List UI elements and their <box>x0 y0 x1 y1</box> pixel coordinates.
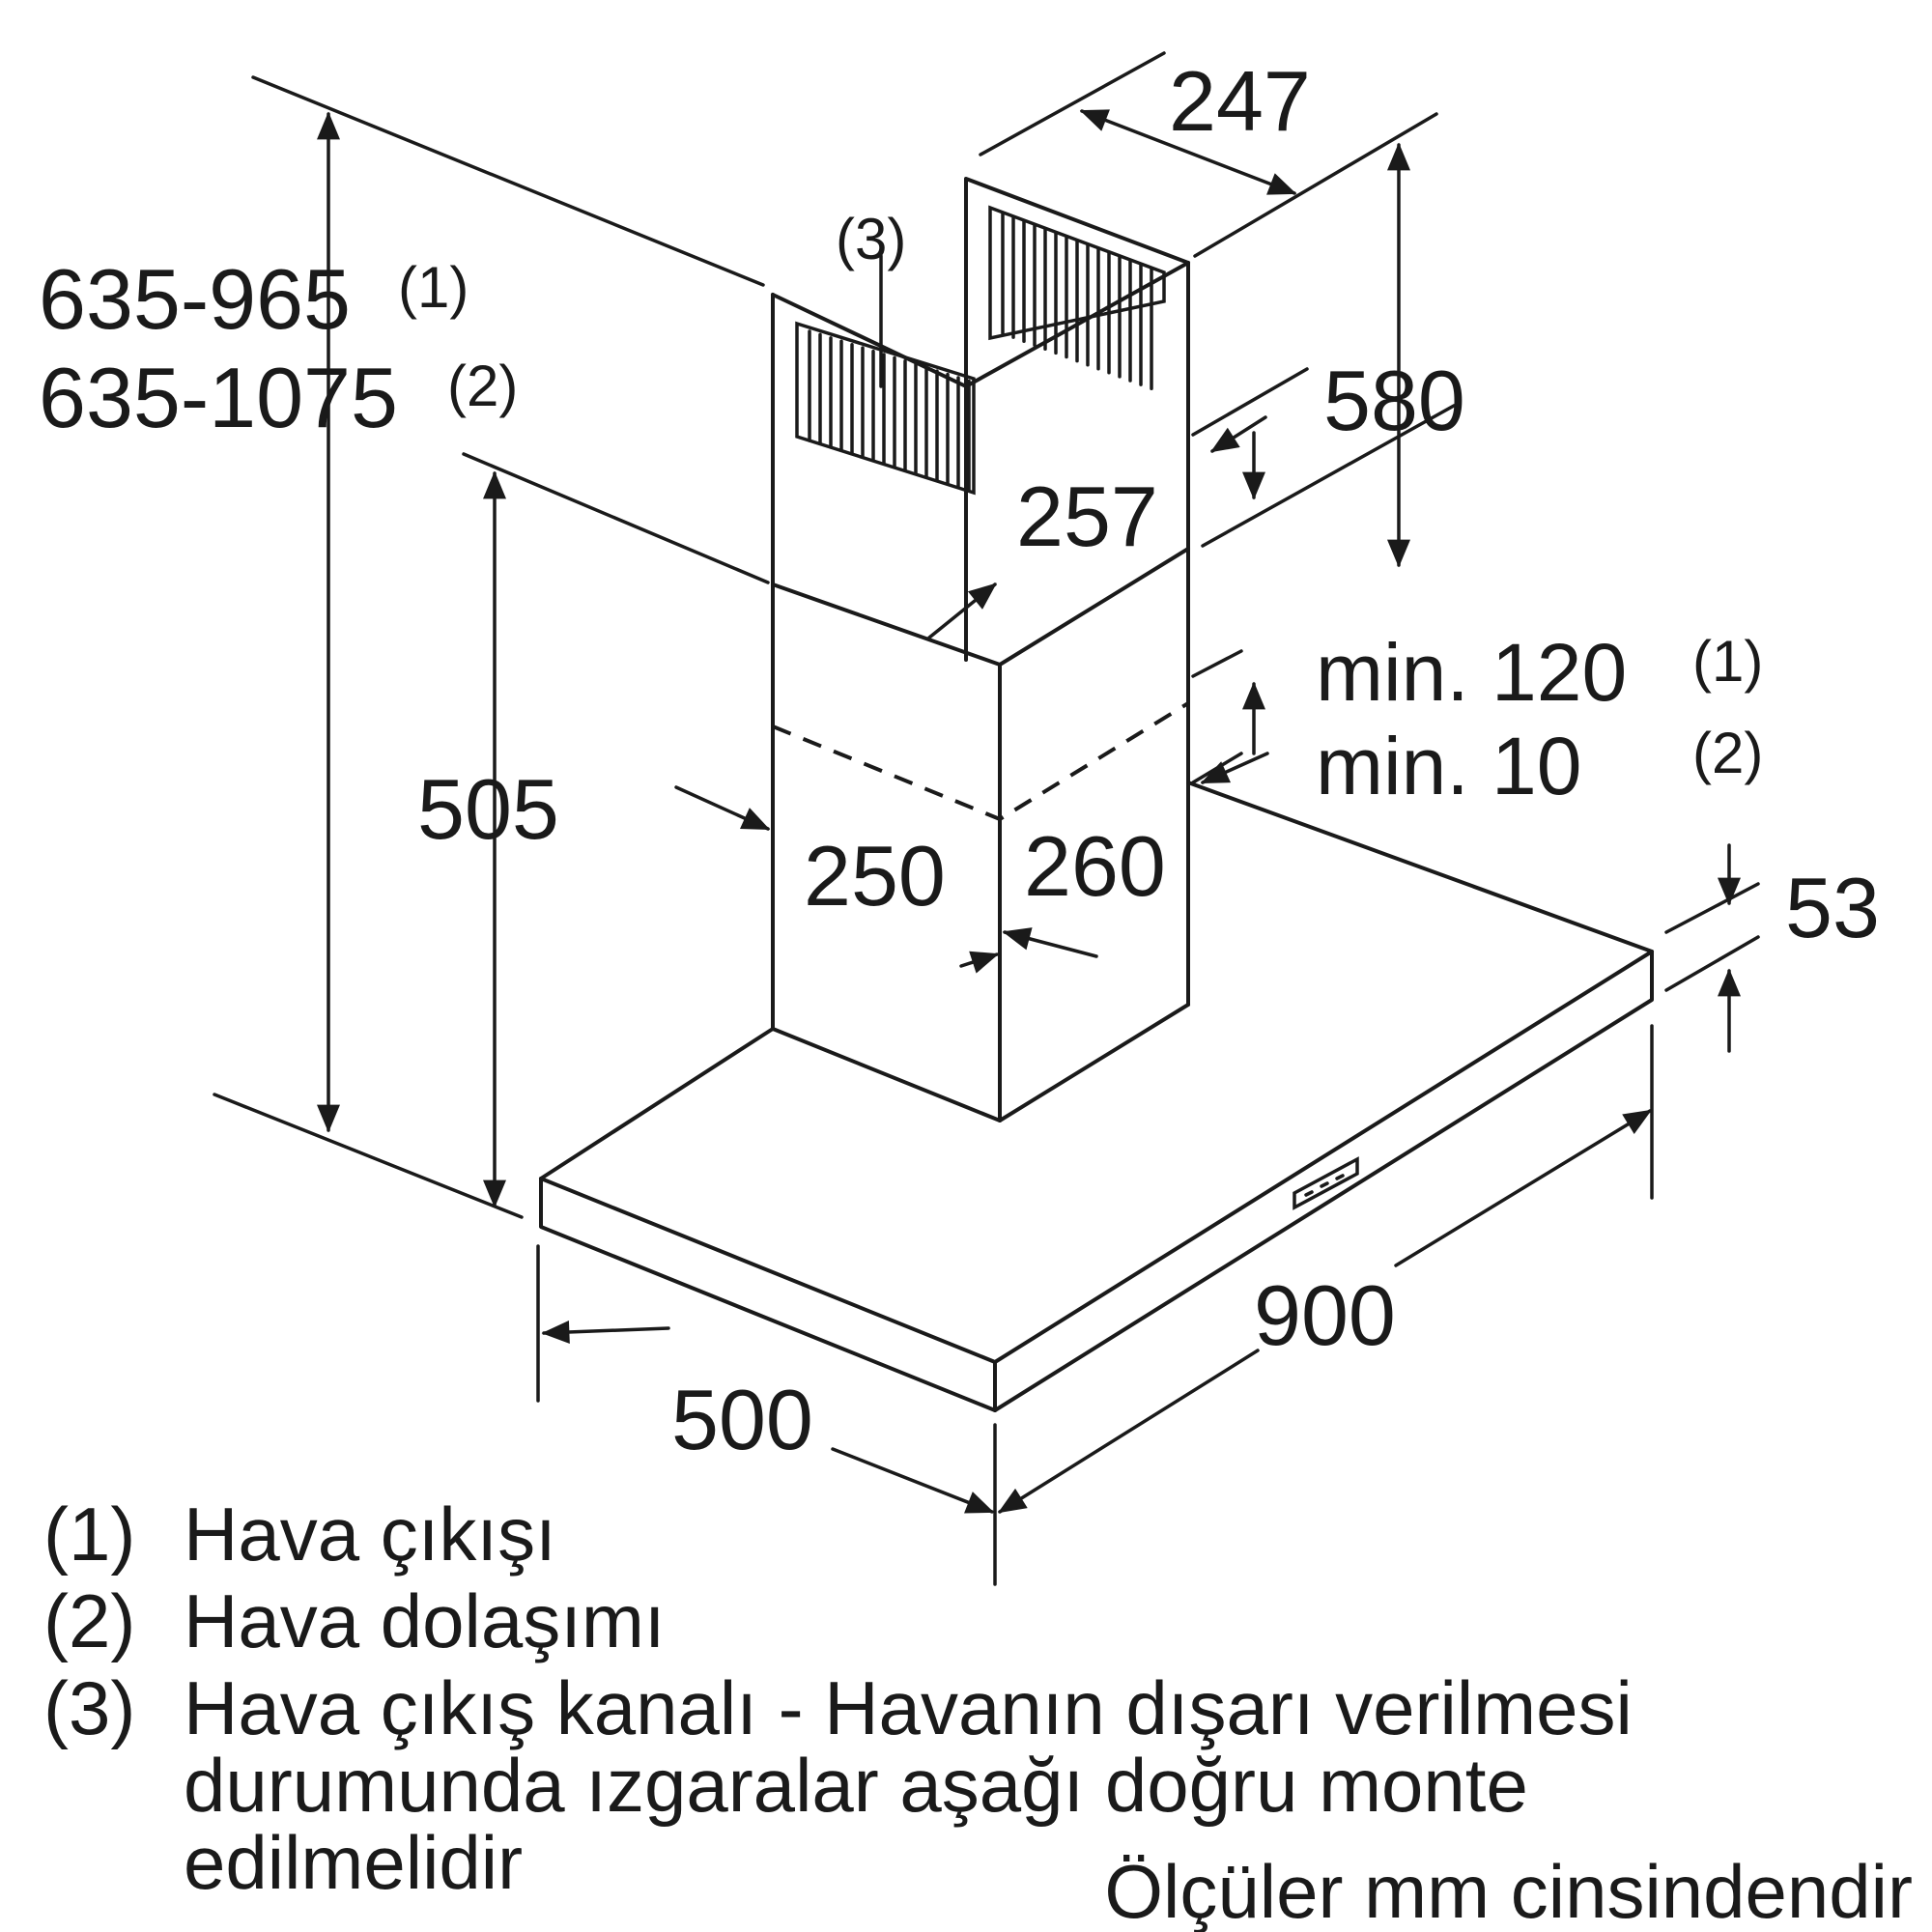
lower-chimney-width-label: 260 <box>1024 818 1166 914</box>
canopy-width-label: 900 <box>1254 1267 1396 1363</box>
legend-text-3-line-3: edilmelidir <box>184 1820 523 1905</box>
min-gap-ref-2: (2) <box>1692 721 1763 785</box>
vent-grille-side <box>988 205 1166 390</box>
legend-num-1: (1) <box>43 1492 135 1577</box>
total-height-ref-1: (1) <box>398 255 469 320</box>
legend-text-2: Hava dolaşımı <box>184 1578 666 1663</box>
canopy-thickness-label: 53 <box>1785 860 1880 955</box>
upper-chimney-width-label: 257 <box>1016 469 1158 564</box>
legend-text-3-line-1: Hava çıkış kanalı - Havanın dışarı veril… <box>184 1665 1633 1750</box>
min-gap-ref-1: (1) <box>1692 629 1763 694</box>
lower-chimney-height-label: 505 <box>417 761 559 857</box>
control-panel <box>1293 1156 1359 1210</box>
canopy-depth-label: 500 <box>671 1372 813 1467</box>
units-note: Ölçüler mm cinsindendir <box>1104 1849 1913 1932</box>
min-gap-label-2: min. 10 <box>1316 721 1581 811</box>
lower-chimney-depth-label: 250 <box>804 828 946 923</box>
dimension-labels: 635-965 (1) 635-1075 (2) 247 580 257 (3)… <box>39 53 1880 1467</box>
extension-lines <box>213 51 1760 1586</box>
dimension-lines <box>317 109 1741 1514</box>
legend: (1) Hava çıkışı (2) Hava dolaşımı (3) Ha… <box>43 1492 1913 1932</box>
vent-grille-front <box>795 321 976 496</box>
min-gap-label-1: min. 120 <box>1316 627 1627 718</box>
total-height-label-2: 635-1075 <box>39 350 398 445</box>
legend-text-3-line-2: durumunda ızgaralar aşağı doğru monte <box>184 1743 1528 1828</box>
total-height-label-1: 635-965 <box>39 251 351 347</box>
legend-num-3: (3) <box>43 1665 135 1750</box>
vent-ref-label: (3) <box>836 207 906 271</box>
legend-num-2: (2) <box>43 1578 135 1663</box>
total-height-ref-2: (2) <box>447 354 518 418</box>
canopy <box>539 781 1654 1412</box>
upper-chimney-height-label: 580 <box>1323 353 1465 448</box>
legend-text-1: Hava çıkışı <box>184 1492 556 1577</box>
lower-chimney <box>771 547 1190 1122</box>
chimney-depth-label: 247 <box>1169 53 1311 149</box>
upper-chimney <box>771 177 1190 662</box>
